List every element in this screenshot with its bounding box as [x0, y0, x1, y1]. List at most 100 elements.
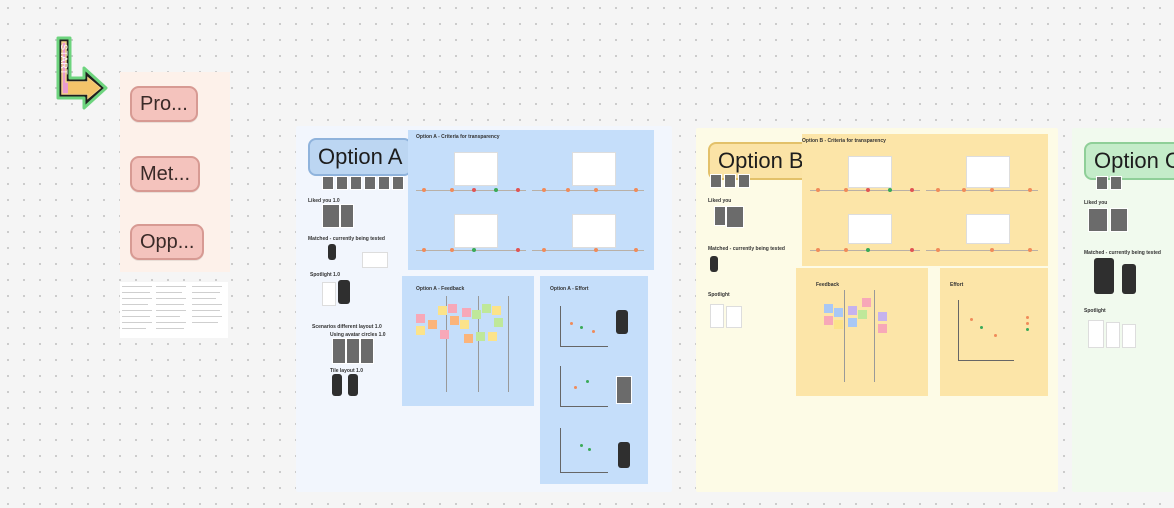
chart-point	[980, 326, 983, 329]
phone-screen-thumbnail	[1094, 258, 1114, 294]
chart-point	[1026, 328, 1029, 331]
flow-step-dot	[472, 188, 476, 192]
sticky-note-problem[interactable]: Pro...	[130, 86, 198, 122]
option-c-section[interactable]: Option C Liked you Matched - currently b…	[1072, 128, 1174, 492]
profile-thumbnail	[724, 174, 736, 188]
column-divider	[446, 296, 447, 392]
effort-phone-thumbnail	[616, 310, 628, 334]
flow-line	[810, 190, 920, 191]
flow-note	[848, 156, 892, 188]
flow-step-dot	[542, 188, 546, 192]
sticky-square	[460, 320, 469, 329]
feedback-panel-title: Feedback	[816, 282, 840, 288]
flow-step-dot	[422, 188, 426, 192]
sticky-square	[416, 314, 425, 323]
flow-panel-title: Option A - Criteria for transparency	[416, 134, 500, 140]
sidebar-label-liked-you: Liked you 1.0	[308, 198, 340, 204]
flow-step-dot	[634, 188, 638, 192]
flow-step-dot	[1028, 248, 1032, 252]
flow-line	[532, 250, 644, 251]
flow-step-dot	[866, 248, 870, 252]
flow-line	[416, 250, 526, 251]
text-document-thumbnail[interactable]	[120, 282, 228, 338]
flow-line	[926, 250, 1038, 251]
flow-panel-title: Option B - Criteria for transparency	[802, 138, 886, 144]
tile-phone-thumbnail	[332, 374, 342, 396]
sticky-square	[834, 308, 843, 317]
chart-axis	[958, 360, 1014, 361]
profile-thumbnail	[336, 176, 348, 190]
profile-card-thumbnail	[714, 206, 726, 226]
sticky-square	[878, 324, 887, 333]
chart-point	[970, 318, 973, 321]
sidebar-label-spotlight: Spotlight 1.0	[310, 272, 340, 278]
option-b-feedback-panel[interactable]: Feedback	[796, 268, 928, 396]
chart-axis	[560, 428, 561, 472]
flow-step-dot	[566, 188, 570, 192]
sidebar-label-matched: Matched - currently being tested	[708, 246, 785, 252]
profile-thumbnail	[322, 176, 334, 190]
flow-note	[848, 214, 892, 244]
option-b-section[interactable]: Option B Liked you Matched - currently b…	[696, 128, 1058, 492]
flow-step-dot	[516, 248, 520, 252]
option-a-section[interactable]: Option A Liked you 1.0 Matched - current…	[296, 126, 672, 492]
option-a-feedback-panel[interactable]: Option A - Feedback	[402, 276, 534, 406]
flow-note	[572, 152, 616, 186]
sticky-square	[862, 298, 871, 307]
profile-card-thumbnail	[340, 204, 354, 228]
sticky-square	[858, 310, 867, 319]
flow-step-dot	[936, 188, 940, 192]
sticky-square	[416, 326, 425, 335]
profile-thumbnail	[364, 176, 376, 190]
sticky-square	[878, 312, 887, 321]
spotlight-thumbnail	[1122, 324, 1136, 348]
start-arrow-sticker[interactable]: START	[46, 30, 126, 110]
option-b-label[interactable]: Option B	[708, 142, 814, 180]
profile-thumbnail	[1110, 176, 1122, 190]
flow-note	[454, 152, 498, 186]
phone-screen-thumbnail	[710, 256, 718, 272]
flow-step-dot	[422, 248, 426, 252]
sidebar-label-scenarios: Scenarios different layout 1.0	[312, 324, 382, 330]
flow-line	[416, 190, 526, 191]
option-a-effort-panel[interactable]: Option A - Effort	[540, 276, 648, 484]
flow-note	[454, 214, 498, 248]
chart-point	[592, 330, 595, 333]
flow-note	[572, 214, 616, 248]
option-b-flow-panel[interactable]: Option B - Criteria for transparency	[802, 134, 1048, 266]
flow-step-dot	[866, 188, 870, 192]
sticky-square	[440, 330, 449, 339]
chart-point	[574, 386, 577, 389]
flow-line	[810, 250, 920, 251]
sidebar-label-liked-you: Liked you	[1084, 200, 1108, 206]
sticky-square	[450, 316, 459, 325]
profile-card-thumbnail	[332, 338, 346, 364]
sticky-square	[488, 332, 497, 341]
sticky-note-metrics[interactable]: Met...	[130, 156, 201, 192]
option-a-flow-panel[interactable]: Option A - Criteria for transparency	[408, 130, 654, 270]
phone-screen-thumbnail	[328, 244, 336, 260]
flow-line	[926, 190, 1038, 191]
flow-step-dot	[962, 188, 966, 192]
profile-thumbnail	[710, 174, 722, 188]
option-c-label[interactable]: Option C	[1084, 142, 1174, 180]
tile-phone-thumbnail	[348, 374, 358, 396]
option-a-label[interactable]: Option A	[308, 138, 413, 176]
flow-step-dot	[990, 188, 994, 192]
spotlight-thumbnail	[1088, 320, 1104, 348]
sticky-square	[476, 332, 485, 341]
profile-card-thumbnail	[360, 338, 374, 364]
sticky-note-opportunity[interactable]: Opp...	[130, 224, 205, 260]
effort-panel-title: Option A - Effort	[550, 286, 589, 292]
sticky-square	[848, 306, 857, 315]
flow-step-dot	[936, 248, 940, 252]
chart-axis	[560, 306, 561, 346]
profile-thumbnail	[738, 174, 750, 188]
option-b-effort-panel[interactable]: Effort	[940, 268, 1048, 396]
flow-step-dot	[990, 248, 994, 252]
profile-card-thumbnail	[346, 338, 360, 364]
spotlight-thumbnail	[710, 304, 724, 328]
column-divider	[478, 296, 479, 392]
chart-point	[586, 380, 589, 383]
profile-thumbnail	[378, 176, 390, 190]
